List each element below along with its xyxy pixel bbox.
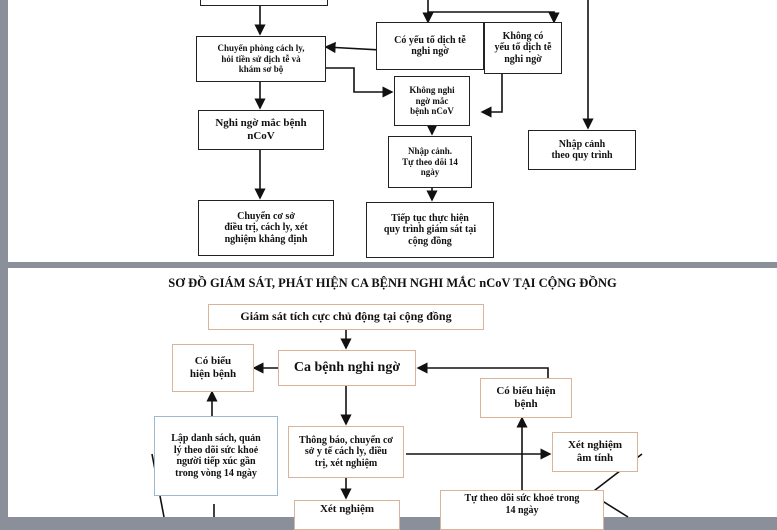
suspected-ncov-box: Nghi ngờ mắc bệnh nCoV <box>198 110 324 150</box>
active-surveillance-box: Giám sát tích cực chủ động tại cộng đồng <box>208 304 484 330</box>
notify-transfer-box: Thông báo, chuyển cơ sở y tế cách ly, đi… <box>288 426 404 478</box>
entry-by-procedure-box: Nhập cảnh theo quy trình <box>528 130 636 170</box>
bottom-flowchart-page: SƠ ĐỒ GIÁM SÁT, PHÁT HIỆN CA BỆNH NGHI M… <box>8 268 777 530</box>
transfer-treatment-box: Chuyển cơ sở điều trị, cách ly, xét nghi… <box>198 200 334 256</box>
top-flowchart-page: Chuyển phòng cách ly, hỏi tiền sử dịch t… <box>8 0 777 262</box>
no-epi-factor-box: Không có yếu tố dịch tễ nghi ngờ <box>484 22 562 74</box>
continue-monitoring-box: Tiếp tục thực hiện quy trình giám sát tạ… <box>366 202 494 258</box>
entry-self-monitor-box: Nhập cảnh. Tự theo dõi 14 ngày <box>388 136 472 188</box>
test-bottom-box: Xét nghiệm <box>294 500 400 530</box>
has-symptoms-right-box: Có biểu hiện bệnh <box>480 378 572 418</box>
top-cut-box <box>200 0 328 6</box>
test-negative-box: Xét nghiệm âm tính <box>552 432 638 472</box>
transfer-isolation-box: Chuyển phòng cách ly, hỏi tiền sử dịch t… <box>196 36 326 82</box>
has-symptoms-left-box: Có biểu hiện bệnh <box>172 344 254 392</box>
suspected-case-box: Ca bệnh nghi ngờ <box>278 350 416 386</box>
contact-list-box: Lập danh sách, quản lý theo dõi sức khoẻ… <box>154 416 278 496</box>
self-health-monitor-box: Tự theo dõi sức khoẻ trong 14 ngày <box>440 490 604 530</box>
has-epi-factor-box: Có yếu tố dịch tễ nghi ngờ <box>376 22 484 70</box>
not-suspected-box: Không nghi ngờ mắc bệnh nCoV <box>394 76 470 126</box>
diagram-title: SƠ ĐỒ GIÁM SÁT, PHÁT HIỆN CA BỆNH NGHI M… <box>168 276 617 290</box>
